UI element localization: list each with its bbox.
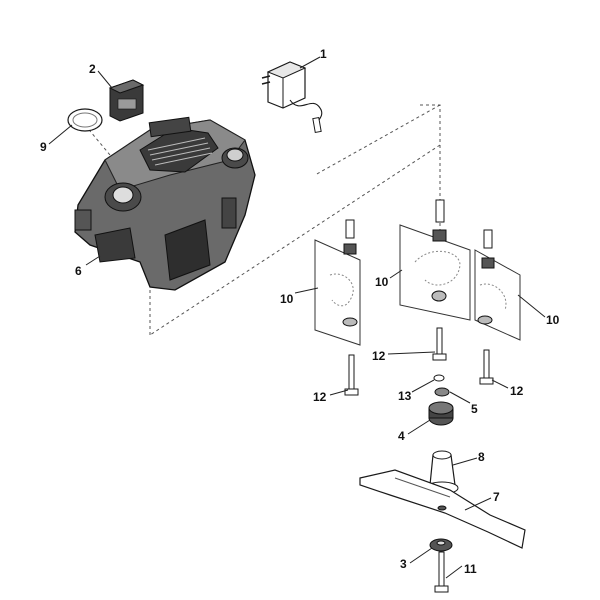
bolt-left-part <box>344 354 359 396</box>
callout-9: 9 <box>40 140 47 154</box>
spacer-5-part <box>434 387 450 397</box>
kit-left-box <box>314 219 361 346</box>
engine-part <box>74 116 256 291</box>
callout-3: 3 <box>400 557 407 571</box>
callout-10-right: 10 <box>546 313 560 327</box>
washer-blade-part <box>429 538 453 552</box>
callout-13: 13 <box>398 389 412 403</box>
callout-12-right: 12 <box>510 384 524 398</box>
callout-4: 4 <box>398 429 405 443</box>
battery-part <box>108 79 145 122</box>
bolt-right-part <box>479 349 494 385</box>
callout-12-left: 12 <box>313 390 327 404</box>
kit-center-box <box>399 199 471 321</box>
bolt-11-part <box>434 551 449 593</box>
kit-right-box <box>474 229 521 341</box>
ring-part <box>67 108 103 132</box>
washer-13-part <box>433 374 445 382</box>
hub-part <box>428 401 454 426</box>
callout-7: 7 <box>493 490 500 504</box>
callout-12-center: 12 <box>372 349 386 363</box>
callout-1: 1 <box>320 47 327 61</box>
callout-5: 5 <box>471 402 478 416</box>
callout-11: 11 <box>464 562 477 576</box>
callout-2: 2 <box>89 62 96 76</box>
callout-6: 6 <box>75 264 82 278</box>
callout-10-center: 10 <box>375 275 389 289</box>
callout-10-left: 10 <box>280 292 294 306</box>
leader-lines <box>48 56 546 579</box>
blade-part <box>359 469 526 549</box>
callout-8: 8 <box>478 450 485 464</box>
charger-part <box>261 61 323 133</box>
callout-labels: 1 2 3 4 5 6 7 8 9 10 10 10 12 12 12 13 1… <box>40 47 560 576</box>
bolt-center-part <box>432 327 447 361</box>
